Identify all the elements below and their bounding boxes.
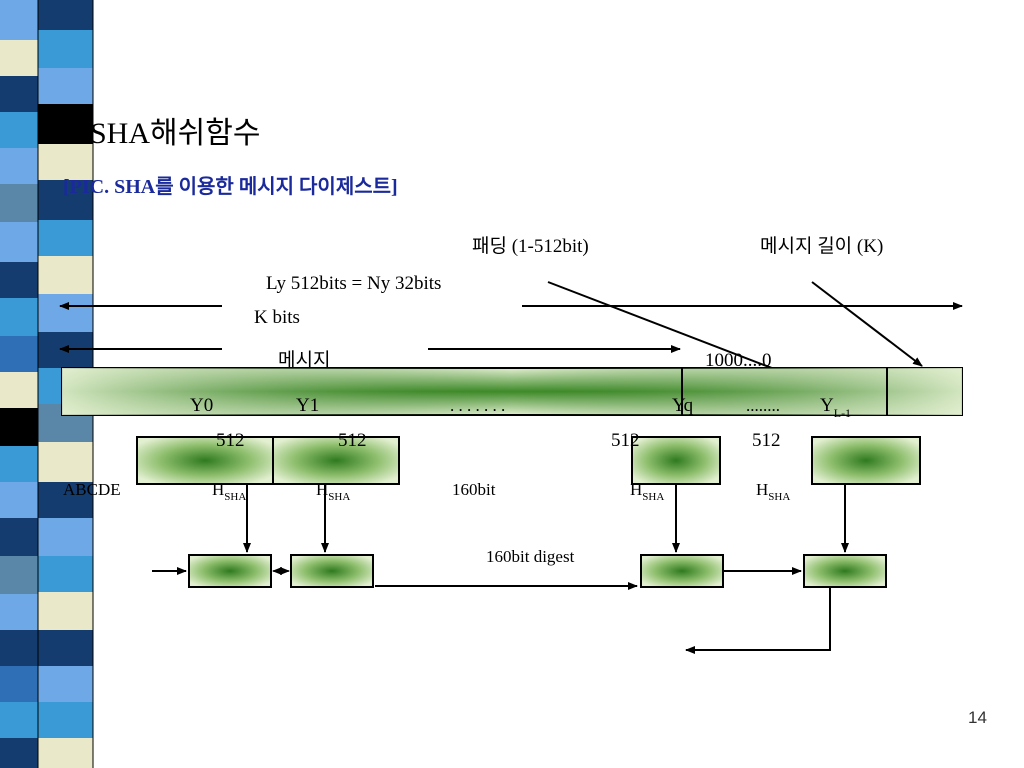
block-size-512-1: 512 xyxy=(338,430,367,451)
processing-block-0 xyxy=(136,436,274,485)
block-size-512-0: 512 xyxy=(216,430,245,451)
stripe-column-left xyxy=(0,0,38,768)
bit160-label: 160bit xyxy=(452,480,496,499)
compression-box-0 xyxy=(188,554,272,588)
page-number: 14 xyxy=(968,708,987,727)
abcde-label: ABCDE xyxy=(63,480,121,499)
block-size-label: Ly 512bits = Ny 32bits xyxy=(266,273,441,294)
block-y1-label: Y1 xyxy=(296,395,319,416)
output-arrow xyxy=(685,587,831,654)
processing-block-1 xyxy=(272,436,400,485)
message-label: 메시지 xyxy=(278,349,330,371)
compression-box-last xyxy=(803,554,887,588)
slide-title: SHA해쉬함수 xyxy=(90,117,261,150)
hsha-label-0: HSHA xyxy=(212,480,246,503)
digest-label: 160bit digest xyxy=(486,547,575,566)
block-size-512-2: 512 xyxy=(611,430,640,451)
block-size-512-3: 512 xyxy=(752,430,781,451)
processing-block-last xyxy=(811,436,921,485)
block-yq-label: Yq xyxy=(672,395,694,416)
padding-bits-label: 1000....0 xyxy=(705,350,772,371)
slide-subtitle: [PIC. SHA를 이용한 메시지 다이제스트] xyxy=(63,176,398,198)
block-dots2-label: ........ xyxy=(746,396,780,415)
k-bits-label: K bits xyxy=(254,307,300,328)
compression-box-q xyxy=(640,554,724,588)
block-y0-label: Y0 xyxy=(190,395,213,416)
message-bar xyxy=(61,367,963,416)
length-pointer xyxy=(811,281,923,367)
compression-box-1 xyxy=(290,554,374,588)
stripe-column-right xyxy=(38,0,93,768)
processing-block-q xyxy=(631,436,721,485)
padding-label: 패딩 (1-512bit) xyxy=(472,235,589,257)
hsha-label-3: HSHA xyxy=(756,480,790,503)
block-dots-label: . . . . . . . xyxy=(450,396,505,415)
message-length-label: 메시지 길이 (K) xyxy=(760,235,883,257)
decorative-stripe-bar xyxy=(0,0,110,768)
hsha-label-2: HSHA xyxy=(630,480,664,503)
block-yl-label: YL-1 xyxy=(820,395,851,420)
